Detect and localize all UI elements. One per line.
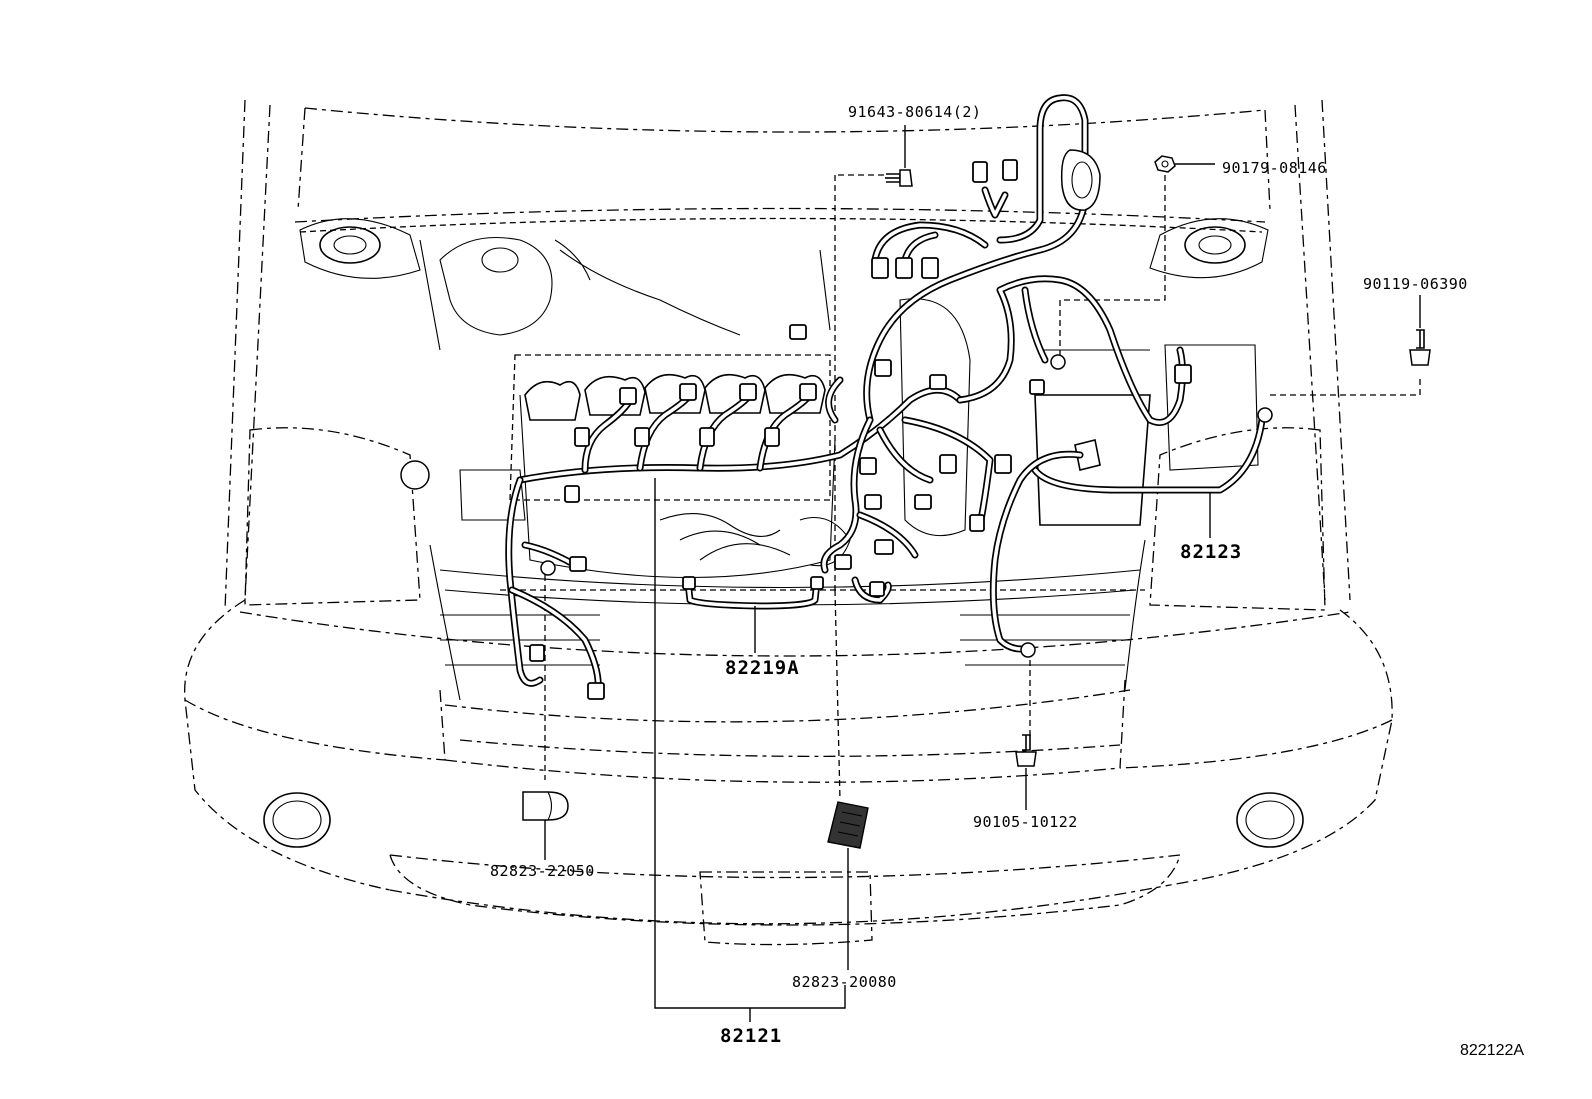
nut-part-icon bbox=[1154, 155, 1176, 173]
harness-connectors bbox=[529, 159, 1192, 700]
bolt-bottom-part-icon bbox=[1015, 734, 1037, 767]
label-bolt-bottom: 90105-10122 bbox=[973, 813, 1078, 831]
leader-lines bbox=[544, 125, 1421, 1022]
vehicle-body-outline bbox=[184, 99, 1393, 946]
engine-bay bbox=[419, 175, 1421, 801]
label-connector-left: 82823-22050 bbox=[490, 862, 595, 880]
harness-grommet bbox=[1060, 149, 1101, 211]
ground-points bbox=[400, 354, 1273, 658]
label-bolt-right: 90119-06390 bbox=[1363, 275, 1468, 293]
figure-code: 822122A bbox=[1460, 1042, 1524, 1059]
fog-lamp-left bbox=[263, 792, 331, 848]
label-connector-center: 82823-20080 bbox=[792, 973, 897, 991]
connector-center-part-icon bbox=[827, 801, 869, 849]
label-harness-injector: 82219A bbox=[725, 657, 800, 679]
strut-tower-left bbox=[299, 218, 421, 279]
label-harness-right: 82123 bbox=[1180, 541, 1242, 563]
battery bbox=[1034, 349, 1151, 526]
fog-lamp-right bbox=[1236, 792, 1304, 848]
connector-part-icon bbox=[522, 791, 569, 821]
label-nut-top-right: 90179-08146 bbox=[1222, 159, 1327, 177]
clip-part-icon bbox=[885, 169, 913, 187]
label-harness-main: 82121 bbox=[720, 1025, 782, 1047]
bolt-part-icon bbox=[1409, 329, 1431, 366]
engine-wire-harness bbox=[505, 94, 1266, 694]
label-grommet-clip: 91643-80614(2) bbox=[848, 103, 981, 121]
strut-tower-right bbox=[1149, 218, 1269, 279]
